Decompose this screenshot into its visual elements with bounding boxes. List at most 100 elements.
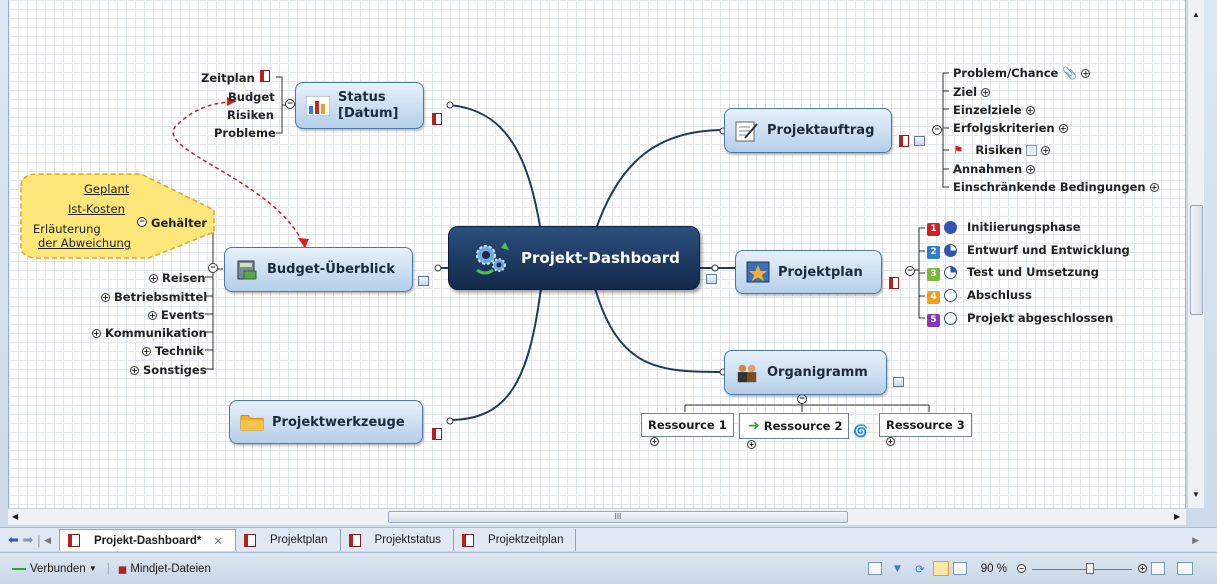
note-icon[interactable]: [418, 276, 429, 286]
zoom-in-icon[interactable]: +: [1138, 564, 1147, 573]
document-icon: [348, 533, 361, 547]
tab-projektzeitplan[interactable]: Projektzeitplan: [454, 529, 577, 551]
forward-arrow-icon[interactable]: ➡: [22, 532, 34, 547]
tab-projektstatus[interactable]: Projektstatus: [341, 529, 455, 551]
topic-status[interactable]: Status [Datum]: [295, 82, 424, 129]
topic-budget[interactable]: Budget-Überblick: [224, 247, 413, 292]
resource-1[interactable]: Ressource 1: [641, 413, 734, 437]
topic-projektauftrag[interactable]: Projektauftrag: [724, 108, 892, 153]
budget-sub-sonstiges[interactable]: + Sonstiges: [130, 363, 207, 377]
star-image-icon: [746, 261, 770, 283]
collapse-toggle-plan[interactable]: −: [905, 266, 915, 276]
scroll-left-icon[interactable]: ◀: [12, 512, 19, 521]
back-arrow-icon[interactable]: ⬅: [8, 532, 19, 547]
budget-sub-kommunikation[interactable]: + Kommunikation: [92, 326, 207, 340]
scroll-up-icon[interactable]: ▲: [1192, 10, 1200, 19]
outline-view-icon[interactable]: [867, 562, 882, 575]
collapse-toggle-auftrag[interactable]: −: [932, 125, 942, 135]
bar-chart-icon: [306, 95, 330, 117]
note-icon[interactable]: [706, 274, 717, 284]
budget-sub-events[interactable]: + Events: [148, 308, 205, 322]
auftrag-sub-bedingungen[interactable]: Einschränkende Bedingungen +: [953, 180, 1159, 194]
focus-icon[interactable]: ⟳: [915, 563, 925, 576]
auftrag-sub-problem[interactable]: Problem/Chance 📎 +: [953, 66, 1091, 80]
expand-resource-2[interactable]: +: [747, 440, 756, 449]
auftrag-sub-annahmen[interactable]: Annahmen +: [953, 162, 1036, 176]
budget-sub-betriebsmittel[interactable]: + Betriebsmittel: [101, 290, 208, 304]
auftrag-sub-ziel[interactable]: Ziel +: [953, 85, 991, 99]
topic-projektplan[interactable]: Projektplan: [735, 250, 882, 294]
budget-sub-reisen[interactable]: + Reisen: [149, 271, 206, 285]
status-sub-risiken[interactable]: Risiken: [227, 108, 274, 122]
topic-projektwerkzeuge[interactable]: Projektwerkzeuge: [229, 400, 423, 444]
tab-scroll-left-icon[interactable]: ◀: [44, 534, 51, 545]
people-icon: [735, 362, 759, 384]
filter-icon[interactable]: ▼: [891, 562, 904, 575]
zoom-level: 90 %: [980, 562, 1007, 575]
resource-2[interactable]: ➜ Ressource 2: [739, 413, 850, 439]
auftrag-sub-risiken[interactable]: ⚑ Risiken +: [953, 143, 1051, 157]
zoom-slider[interactable]: [1032, 562, 1132, 575]
tab-scroll-right-icon[interactable]: ▶: [1192, 535, 1199, 545]
gehaelter-sub-erlaeuterung[interactable]: Erläuterung: [33, 222, 101, 236]
resource-3[interactable]: Ressource 3: [879, 413, 972, 437]
scroll-down-icon[interactable]: ▼: [1192, 490, 1200, 499]
tab-projekt-dashboard[interactable]: Projekt-Dashboard*✕: [59, 529, 236, 551]
document-icon[interactable]: [432, 113, 442, 125]
map-view-icon[interactable]: [932, 561, 949, 576]
mindjet-files[interactable]: ◼Mindjet-Dateien: [117, 562, 211, 576]
document-icon[interactable]: [889, 277, 899, 289]
vertical-scroll-thumb[interactable]: [1190, 205, 1203, 315]
zoom-out-icon[interactable]: −: [1017, 564, 1026, 573]
connection-status[interactable]: Verbunden ▼: [12, 563, 97, 575]
list-view-icon[interactable]: [952, 562, 967, 575]
panel-toggle-icon[interactable]: [1177, 562, 1193, 575]
gehaelter-sub-geplant[interactable]: Geplant: [84, 182, 130, 196]
gehaelter-label[interactable]: Gehälter: [151, 216, 208, 230]
budget-sub-technik[interactable]: + Technik: [142, 344, 204, 358]
red-flag-icon: ⚑: [953, 143, 964, 157]
gehaelter-sub-ist-kosten[interactable]: Ist-Kosten: [68, 202, 125, 216]
topic-organigramm[interactable]: Organigramm: [724, 350, 887, 395]
status-sub-probleme[interactable]: Probleme: [214, 126, 276, 140]
branch-lines: [20, 72, 949, 425]
auftrag-sub-erfolgskriterien[interactable]: Erfolgskriterien +: [953, 121, 1068, 135]
status-sub-zeitplan[interactable]: Zeitplan: [201, 71, 255, 85]
gehaelter-sub-abweichung[interactable]: der Abweichung: [38, 236, 132, 250]
scroll-right-icon[interactable]: ▶: [1174, 512, 1181, 521]
vertical-scrollbar[interactable]: ▲ ▼: [1187, 0, 1204, 508]
document-icon[interactable]: [432, 428, 442, 440]
status-sub-budget[interactable]: Budget: [228, 90, 275, 104]
note-icon[interactable]: [893, 377, 904, 387]
tab-projektplan[interactable]: Projektplan: [236, 529, 341, 551]
mindmap-canvas[interactable]: − − − − − − Projekt-Dashboard Status: [8, 0, 1186, 508]
note-icon[interactable]: [914, 136, 925, 146]
mindjet-icon: ◼: [117, 563, 128, 576]
collapse-toggle-status[interactable]: −: [285, 99, 295, 109]
close-icon[interactable]: ✕: [213, 535, 223, 548]
fit-map-icon[interactable]: [1151, 562, 1165, 575]
tab-nav[interactable]: ⬅ ➡ | ◀: [8, 532, 51, 548]
central-topic-label: Projekt-Dashboard: [521, 249, 680, 267]
central-topic[interactable]: Projekt-Dashboard: [448, 226, 700, 290]
edit-document-icon: [735, 120, 759, 142]
document-icon[interactable]: [260, 70, 270, 82]
horizontal-scrollbar[interactable]: ◀ III ▶: [8, 508, 1186, 525]
horizontal-scroll-thumb[interactable]: III: [388, 511, 848, 523]
status-line2: [Datum]: [338, 105, 399, 121]
expand-resource-1[interactable]: +: [650, 437, 659, 446]
auftrag-sub-einzelziele[interactable]: Einzelziele +: [953, 103, 1035, 117]
document-icon: [68, 534, 80, 547]
tools-label: Projektwerkzeuge: [272, 414, 405, 430]
collapse-toggle-gehaelter[interactable]: −: [137, 217, 147, 227]
document-icon[interactable]: [899, 135, 909, 147]
connection-icon: [12, 567, 26, 570]
collapse-toggle-budget[interactable]: −: [208, 263, 218, 273]
expand-resource-3[interactable]: +: [886, 437, 895, 446]
collapse-toggle-organigramm[interactable]: −: [797, 394, 807, 404]
